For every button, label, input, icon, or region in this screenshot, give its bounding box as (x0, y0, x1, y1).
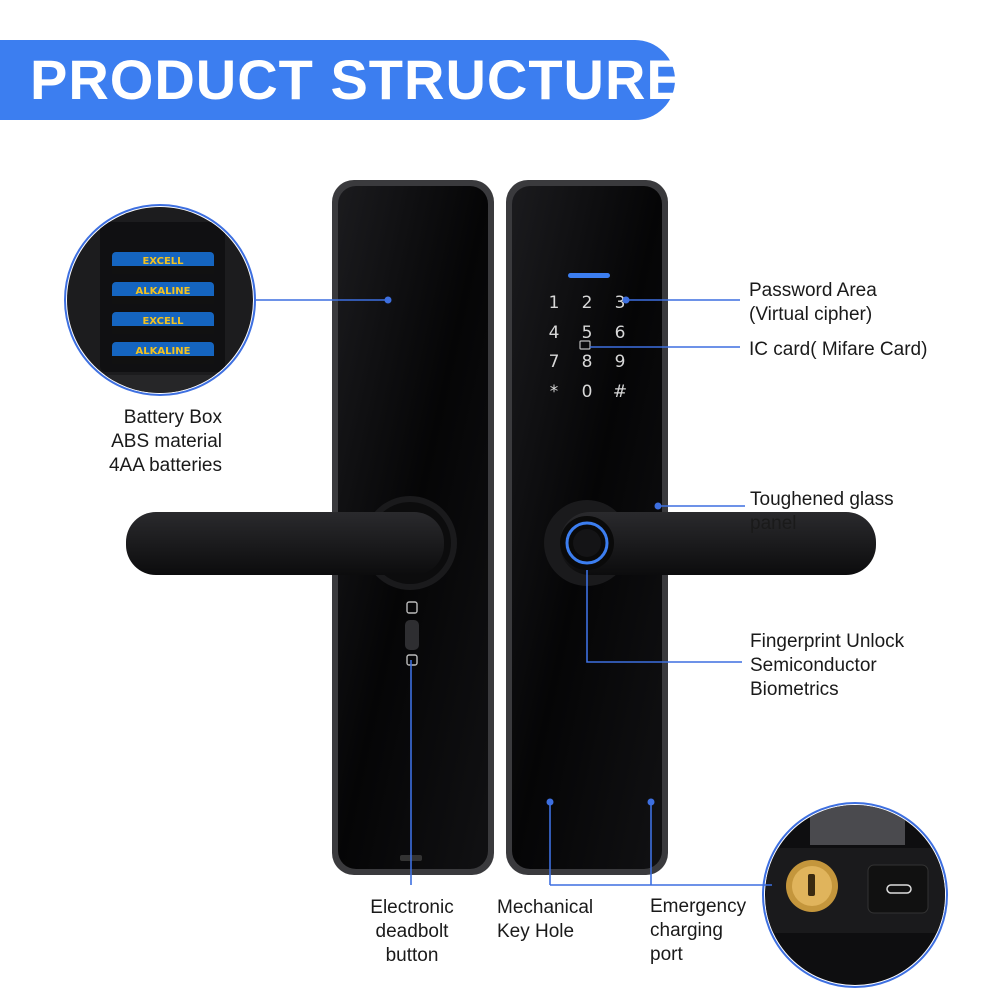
keypad-key: * (550, 382, 559, 402)
password-area-label: Password Area (Virtual cipher) (749, 280, 877, 325)
charging-port-inset (762, 802, 948, 988)
charging-port-label: Emergency charging port (650, 896, 747, 965)
exterior-handle (544, 500, 876, 586)
keypad-key: 6 (615, 323, 626, 343)
keypad-key: 3 (615, 293, 626, 313)
callout-lines (255, 299, 772, 886)
battery: EXCELL (112, 252, 214, 274)
virtual-keypad: 1 2 3 4 5 6 7 8 9 * 0 # (549, 293, 628, 402)
battery: EXCELL (112, 312, 214, 334)
page-title: PRODUCT STRUCTURE (30, 48, 685, 111)
usb-c-port-icon (886, 884, 912, 894)
keypad-key: 8 (582, 352, 593, 372)
deadbolt-label: Electronic deadbolt button (370, 897, 454, 966)
keypad-key: 4 (549, 323, 560, 343)
keypad-key: 2 (582, 293, 593, 313)
battery-box-label: Battery Box ABS material 4AA batteries (108, 407, 222, 476)
callout-dots (384, 296, 662, 806)
deadbolt-toggle (405, 601, 419, 666)
fingerprint-sensor-icon (565, 521, 609, 565)
battery: ALKALINE (112, 342, 214, 364)
battery: ALKALINE (112, 282, 214, 304)
keypad-key: 1 (549, 293, 560, 313)
keypad-key: # (613, 382, 627, 402)
battery-box-inset: EXCELL ALKALINE EXCELL ALKALINE (64, 204, 256, 396)
interior-handle (126, 496, 457, 590)
battery-brand: ALKALINE (136, 286, 191, 297)
ic-card-icon (579, 340, 591, 350)
keypad-key: 7 (549, 352, 560, 372)
lock-icon (406, 654, 418, 666)
fingerprint-label: Fingerprint Unlock Semiconductor Biometr… (750, 631, 905, 700)
status-light (568, 273, 610, 278)
keypad-key: 5 (582, 323, 593, 343)
keypad-key: 0 (582, 382, 593, 402)
keypad-key: 9 (615, 352, 626, 372)
battery-brand: ALKALINE (136, 346, 191, 357)
battery-brand: EXCELL (142, 256, 184, 267)
key-hole-label: Mechanical Key Hole (497, 897, 594, 942)
ic-card-label: IC card( Mifare Card) (749, 339, 928, 360)
unlock-icon (406, 601, 418, 614)
toughened-glass-label: Toughened glass panel (750, 489, 894, 534)
title-banner: PRODUCT STRUCTURE (0, 40, 684, 120)
battery-brand: EXCELL (142, 316, 184, 327)
